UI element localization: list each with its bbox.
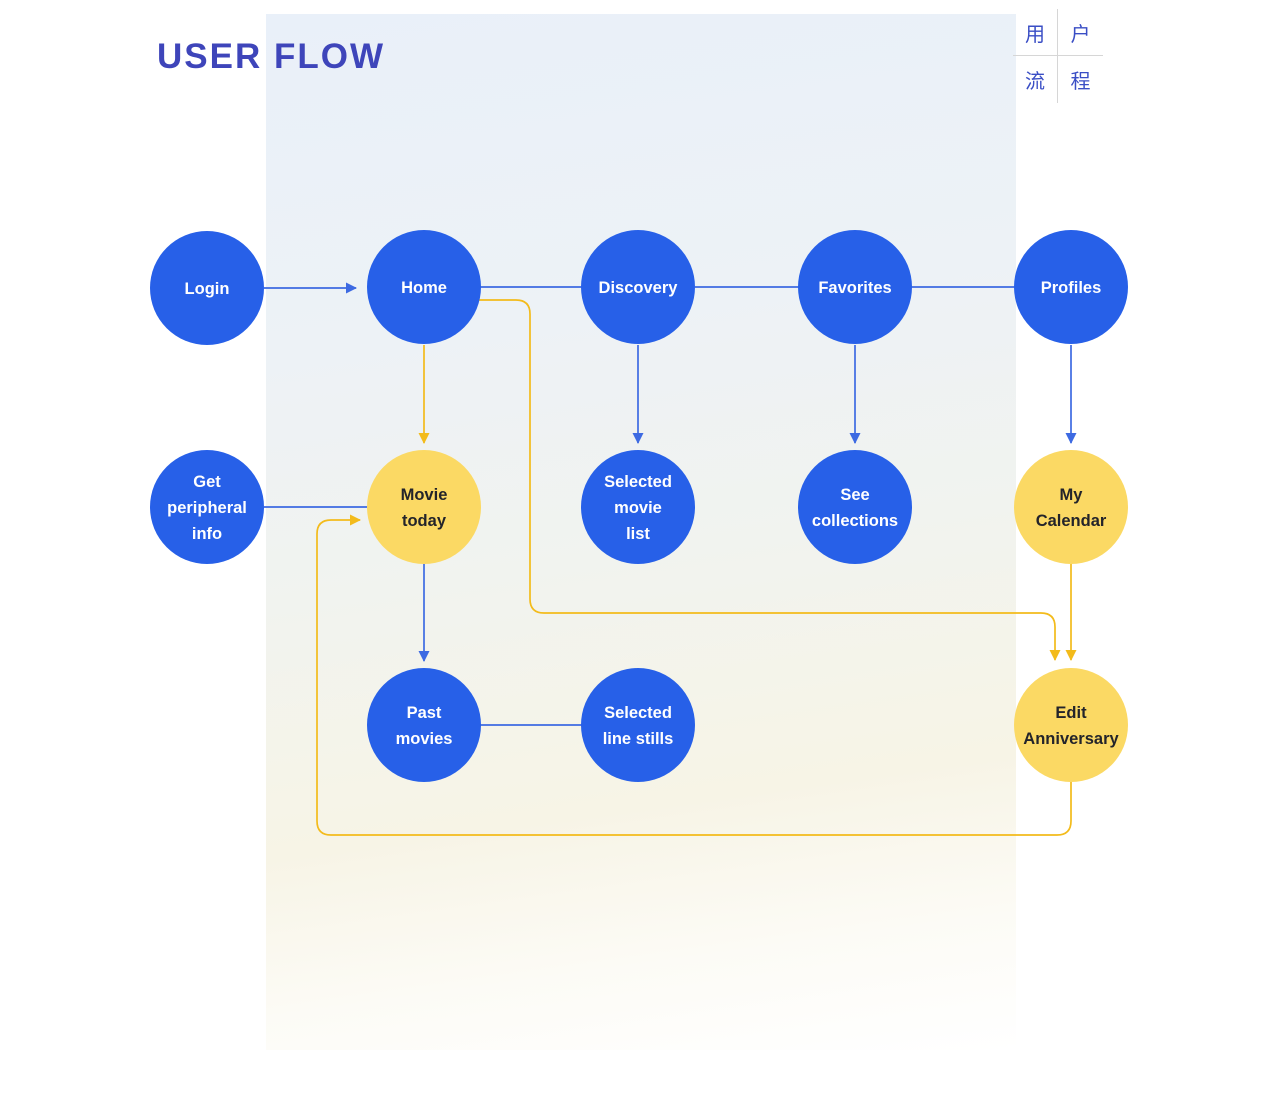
- node-discovery-label: Discovery: [599, 279, 679, 297]
- node-favorites-circle[interactable]: [798, 230, 912, 344]
- node-my-calendar-circle[interactable]: [1014, 450, 1128, 564]
- node-favorites-label: Favorites: [818, 279, 891, 297]
- node-login-label: Login: [185, 280, 230, 298]
- node-discovery-circle[interactable]: [581, 230, 695, 344]
- node-home: Home: [367, 230, 481, 344]
- node-favorites: Favorites: [798, 230, 912, 344]
- node-login: Login: [150, 231, 264, 345]
- node-profiles: Profiles: [1014, 230, 1128, 344]
- edge-home-to-edit-anniversary: [477, 299, 1061, 661]
- node-discovery: Discovery: [581, 230, 695, 344]
- node-selected-line-stills-circle[interactable]: [581, 668, 695, 782]
- node-edit-anniversary-circle[interactable]: [1014, 668, 1128, 782]
- cn-char-hu: 户: [1058, 9, 1103, 56]
- cn-char-cheng: 程: [1070, 71, 1091, 93]
- cn-char-yong: 用: [1013, 9, 1058, 56]
- edge-edit-anniversary-loop-to-movie-today: [316, 514, 1072, 836]
- node-home-label: Home: [401, 279, 447, 297]
- node-home-circle[interactable]: [367, 230, 481, 344]
- node-selected-movie-list-circle[interactable]: [581, 450, 695, 564]
- node-see-collections-circle[interactable]: [798, 450, 912, 564]
- node-profiles-circle[interactable]: [1014, 230, 1128, 344]
- node-profiles-label: Profiles: [1041, 279, 1102, 297]
- node-get-peripheral-info-circle[interactable]: [150, 450, 264, 564]
- node-login-circle[interactable]: [150, 231, 264, 345]
- chinese-title-grid: 用 户 流 程: [1013, 9, 1103, 103]
- node-past-movies-circle[interactable]: [367, 668, 481, 782]
- page-title: USER FLOW: [157, 37, 385, 76]
- node-movie-today-circle[interactable]: [367, 450, 481, 564]
- cn-char-liu: 流: [1013, 56, 1058, 103]
